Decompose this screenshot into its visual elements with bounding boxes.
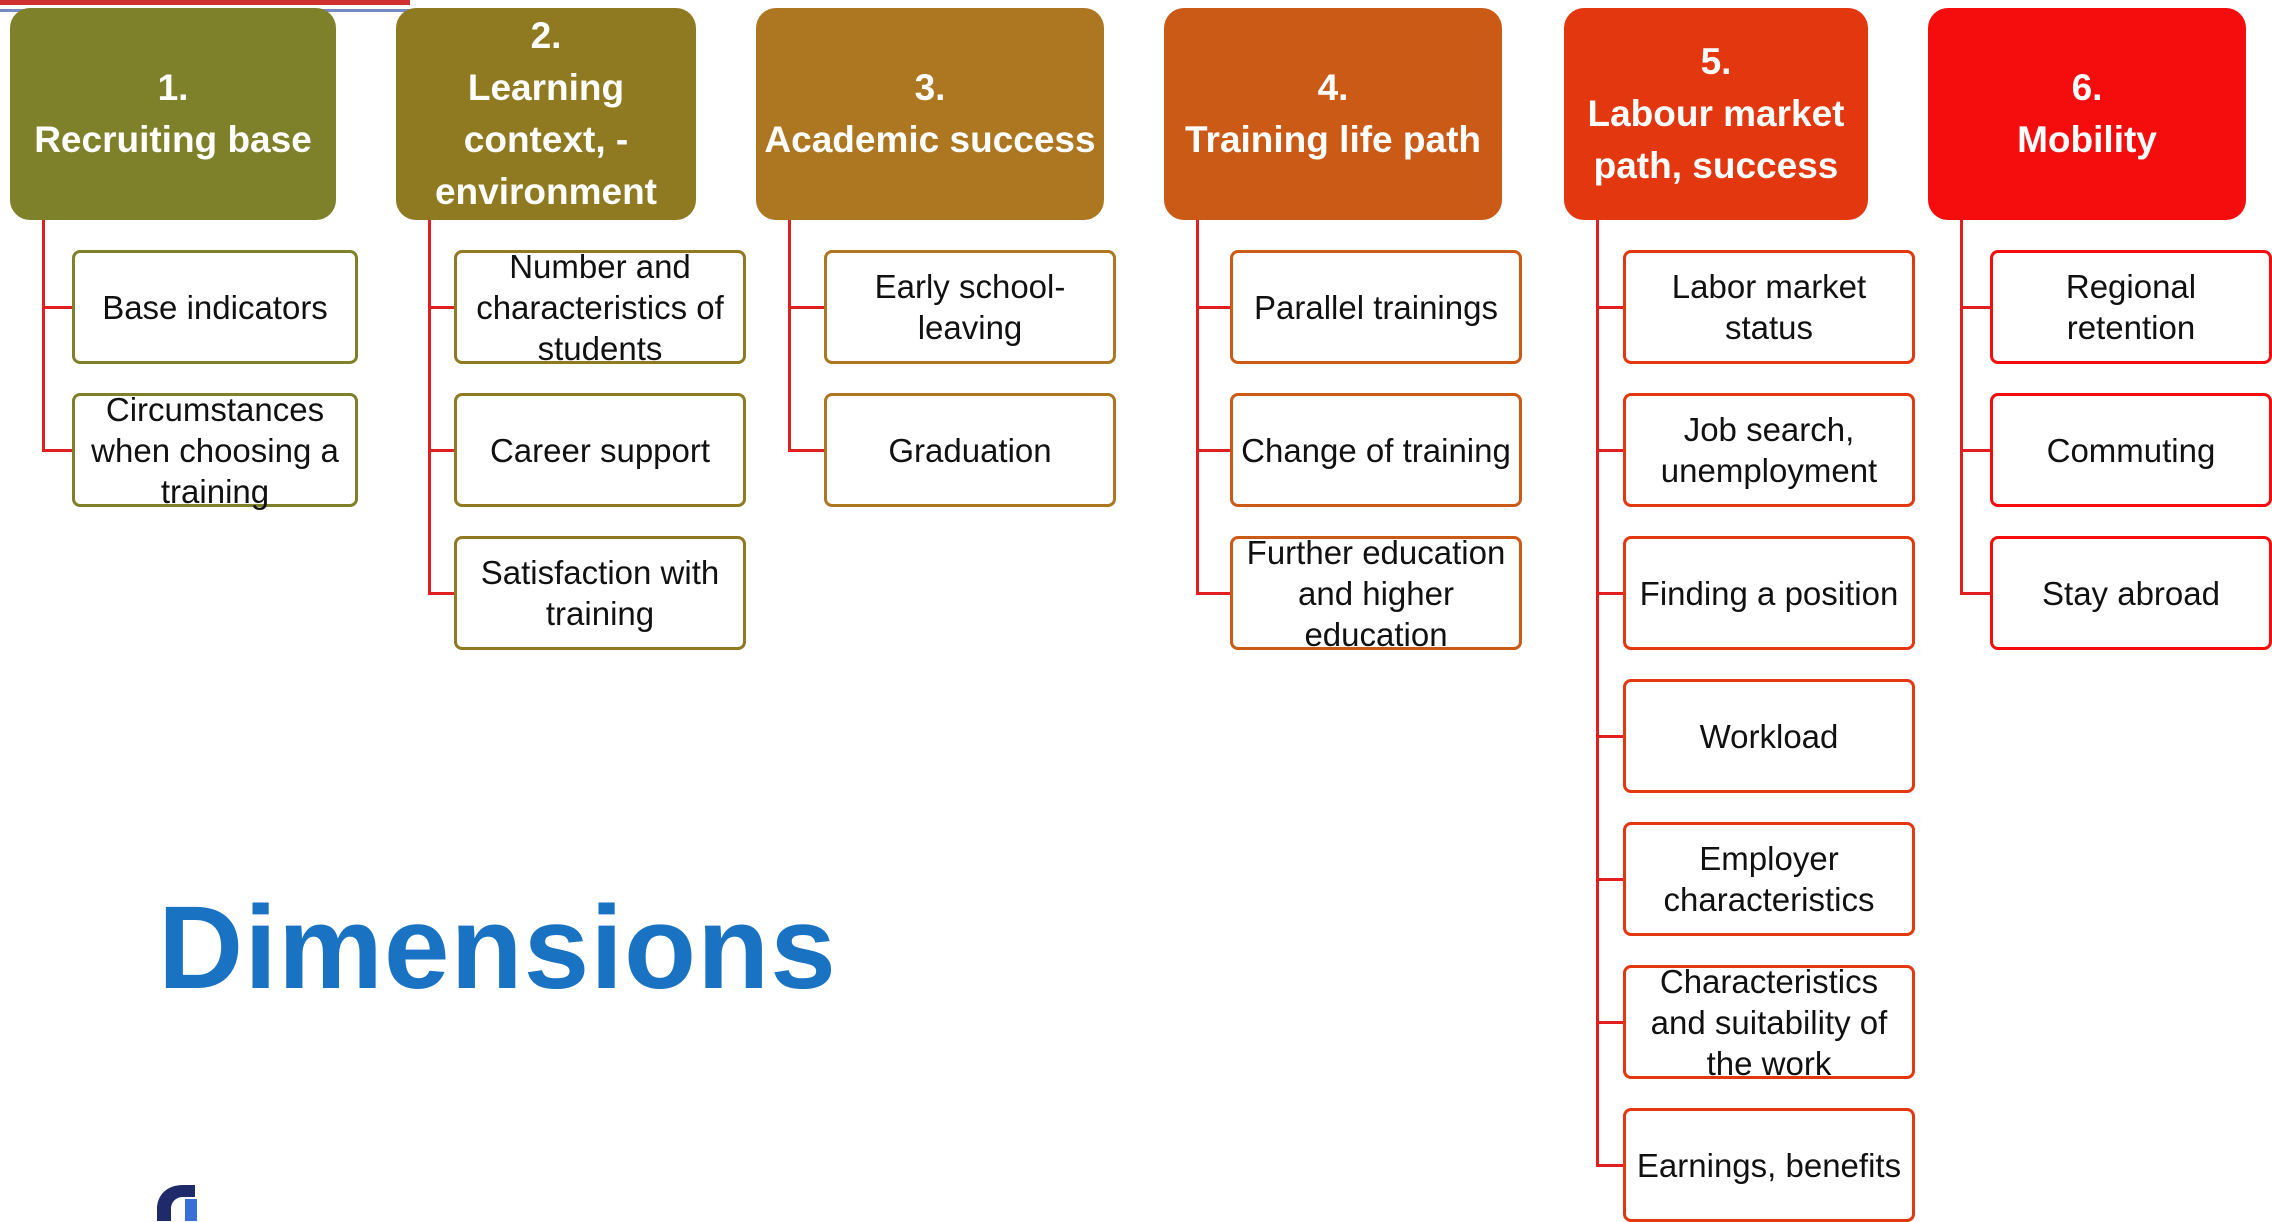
sub-dimension-box: Job search, unemployment [1623, 393, 1915, 507]
dimension-header-4: 4. Training life path [1164, 8, 1502, 220]
connector-horizontal [788, 306, 824, 309]
connector-horizontal [428, 592, 454, 595]
sub-dimension-box: Change of training [1230, 393, 1522, 507]
connector-horizontal [1960, 306, 1990, 309]
connector-horizontal [1596, 1021, 1623, 1024]
connector-horizontal [1596, 735, 1623, 738]
dimension-header-5: 5. Labour market path, success [1564, 8, 1868, 220]
connector-horizontal [42, 449, 72, 452]
sub-dimension-box: Earnings, benefits [1623, 1108, 1915, 1222]
sub-dimension-box: Regional retention [1990, 250, 2272, 364]
top-decoration-stripe [0, 0, 410, 5]
connector-horizontal [1196, 306, 1230, 309]
sub-dimension-box: Commuting [1990, 393, 2272, 507]
sub-dimension-box: Base indicators [72, 250, 358, 364]
sub-dimension-box: Stay abroad [1990, 536, 2272, 650]
connector-vertical-4 [1196, 220, 1199, 595]
sub-dimension-box: Finding a position [1623, 536, 1915, 650]
sub-dimension-box: Satisfaction with training [454, 536, 746, 650]
connector-horizontal [1196, 592, 1230, 595]
connector-vertical-5 [1596, 220, 1599, 1167]
connector-horizontal [1960, 449, 1990, 452]
sub-dimension-box: Labor market status [1623, 250, 1915, 364]
connector-vertical-3 [788, 220, 791, 452]
connector-horizontal [1596, 449, 1623, 452]
connector-horizontal [42, 306, 72, 309]
connector-horizontal [1596, 1164, 1623, 1167]
logo-mark-icon [157, 1185, 197, 1221]
connector-vertical-6 [1960, 220, 1963, 595]
connector-horizontal [788, 449, 824, 452]
connector-horizontal [1596, 306, 1623, 309]
dimension-header-6: 6. Mobility [1928, 8, 2246, 220]
connector-horizontal [428, 306, 454, 309]
page-title: Dimensions [158, 882, 837, 1014]
connector-horizontal [1196, 449, 1230, 452]
connector-horizontal [428, 449, 454, 452]
connector-horizontal [1960, 592, 1990, 595]
connector-vertical-2 [428, 220, 431, 595]
sub-dimension-box: Parallel trainings [1230, 250, 1522, 364]
dimension-header-3: 3. Academic success [756, 8, 1104, 220]
dimension-header-1: 1. Recruiting base [10, 8, 336, 220]
sub-dimension-box: Graduation [824, 393, 1116, 507]
dimension-header-2: 2. Learning context, -environment [396, 8, 696, 220]
sub-dimension-box: Number and characteristics of students [454, 248, 746, 367]
sub-dimension-box: Employer characteristics [1623, 822, 1915, 936]
connector-vertical-1 [42, 220, 45, 452]
sub-dimension-box: Further education and higher education [1230, 534, 1522, 653]
sub-dimension-box: Early school-leaving [824, 250, 1116, 364]
connector-horizontal [1596, 878, 1623, 881]
sub-dimension-box: Characteristics and suitability of the w… [1623, 963, 1915, 1082]
connector-horizontal [1596, 592, 1623, 595]
sub-dimension-box: Circumstances when choosing a training [72, 391, 358, 510]
sub-dimension-box: Career support [454, 393, 746, 507]
sub-dimension-box: Workload [1623, 679, 1915, 793]
